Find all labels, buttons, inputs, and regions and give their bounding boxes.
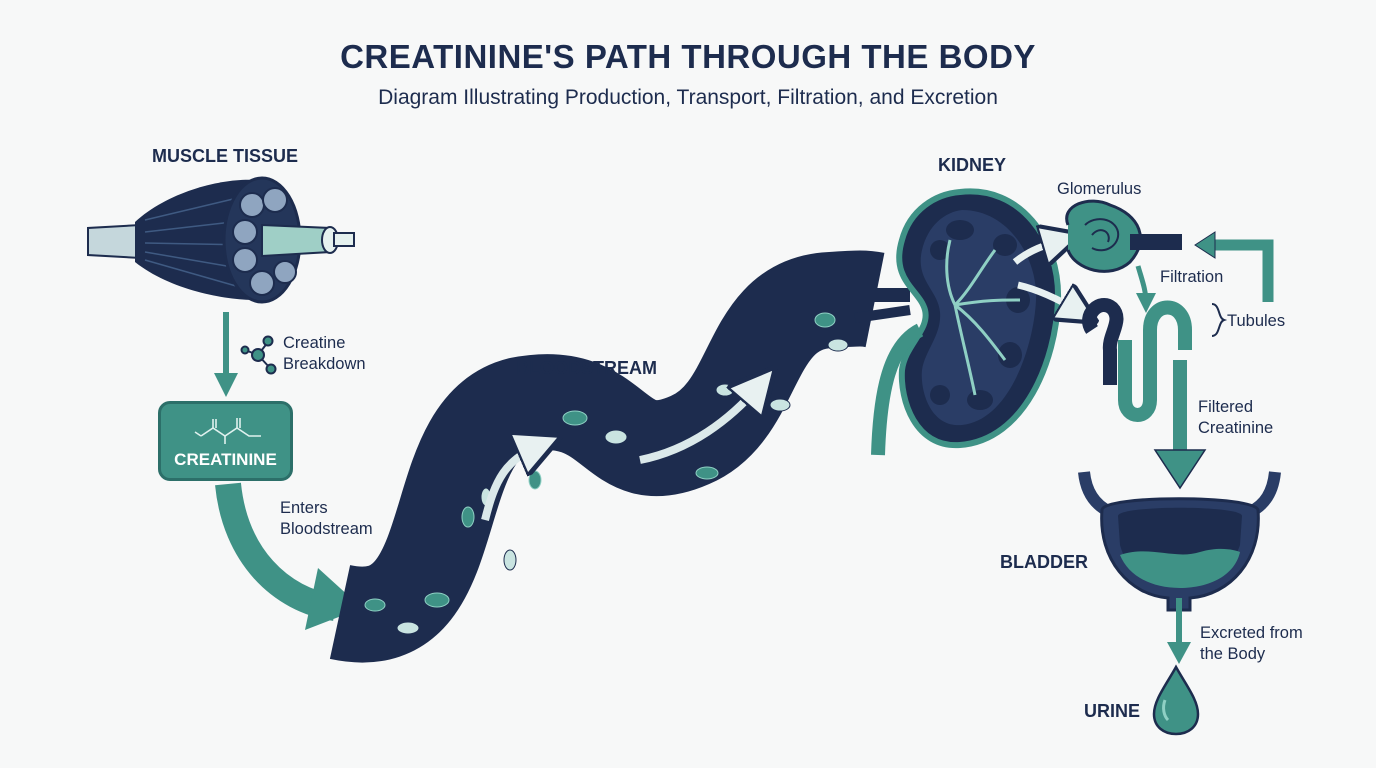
filtered-creatinine-label: Filtered Creatinine	[1198, 398, 1274, 437]
diagram-subtitle: Diagram Illustrating Production, Transpo…	[378, 86, 998, 109]
creatine-breakdown-label: Creatine Breakdown	[283, 334, 366, 373]
muscle-tissue-label: MUSCLE TISSUE	[152, 146, 299, 166]
molecule-structure-icon	[194, 418, 261, 444]
bloodstream-vessel	[329, 250, 911, 663]
bladder-label: BLADDER	[1000, 552, 1088, 572]
kidney-illustration	[871, 188, 1062, 456]
tubules-label: Tubules	[1227, 312, 1286, 330]
filtration-label: Filtration	[1160, 268, 1224, 286]
glomerulus-label: Glomerulus	[1057, 180, 1142, 198]
muscle-illustration	[87, 176, 355, 304]
glomerulus-illustration	[1065, 199, 1182, 273]
enters-bloodstream-label: Enters Bloodstream	[280, 499, 373, 538]
excreted-label: Excreted from the Body	[1200, 624, 1303, 663]
bladder-illustration	[1078, 471, 1281, 664]
tubules-illustration	[1082, 298, 1192, 422]
creatinine-box: CREATININE	[158, 401, 293, 481]
urine-drop	[1152, 664, 1200, 736]
kidney-label: KIDNEY	[938, 155, 1007, 175]
urine-label: URINE	[1084, 701, 1141, 721]
diagram-title: CREATININE'S PATH THROUGH THE BODY	[340, 38, 1036, 75]
bloodstream-label: BLOODSTREAM	[516, 358, 657, 378]
molecule-icon	[240, 335, 277, 375]
creatinine-label: CREATININE	[174, 450, 277, 469]
tubules-brace	[1211, 303, 1228, 337]
